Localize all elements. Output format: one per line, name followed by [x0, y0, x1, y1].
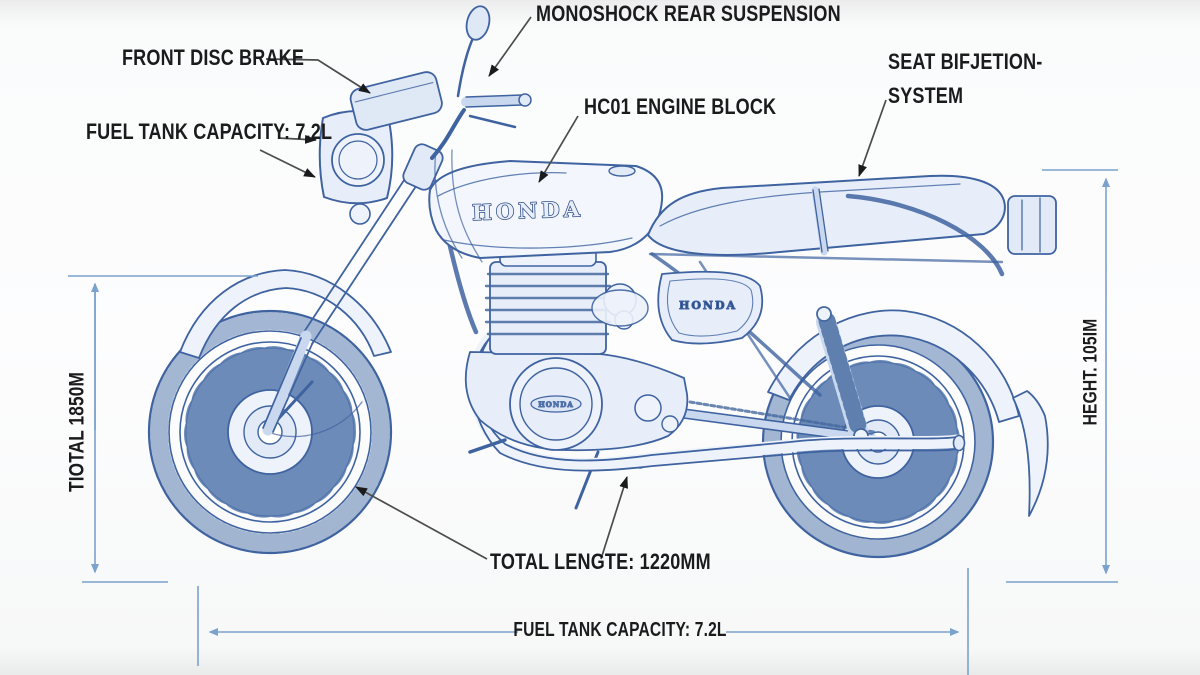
engine-badge-text: HONDA: [538, 400, 574, 409]
handlebar: [430, 5, 532, 160]
leader-fuel-a: [277, 134, 317, 144]
rear-mud-flap: [1012, 390, 1049, 517]
leader-engine: [538, 115, 579, 183]
taillight: [1007, 195, 1057, 255]
label-height-right: HEGHT. 105IM: [1080, 318, 1102, 426]
side-cover-logo-text: HONDA: [679, 299, 737, 312]
engine-block: HONDA: [464, 247, 689, 454]
label-engine-block: HC01 ENGINE BLOCK: [584, 94, 777, 119]
cable: [434, 149, 463, 259]
shift-lever: [468, 438, 507, 454]
mirror-stem: [456, 34, 476, 98]
leader-seat: [858, 99, 887, 177]
label-total-height-left: TIOTAL 1850M: [65, 372, 89, 492]
label-seat-system-line2: SYSTEM: [888, 83, 964, 108]
turn-signal: [349, 203, 371, 225]
brake-lever: [468, 114, 517, 129]
headlight: [318, 109, 394, 225]
headlight-lens: [331, 133, 385, 187]
motorcycle-illustration: HONDA HONDA HONDA: [147, 5, 1057, 559]
label-monoshock-rear-suspension: MONOSHOCK REAR SUSPENSION: [536, 1, 841, 26]
grab-rail: [845, 193, 1005, 277]
label-seat-system: SEAT BIFJETION- SYSTEM: [888, 45, 1042, 113]
cylinder: [489, 261, 607, 355]
cooling-fins: [484, 272, 612, 336]
label-fuel-tank-capacity-bottom: FUEL TANK CAPACITY: 7.2L: [513, 619, 727, 642]
hand-grip: [461, 95, 527, 107]
dimension-lines: [68, 169, 1118, 675]
front-fork: [262, 143, 483, 436]
label-fuel-tank-capacity-left: FUEL TANK CAPACITY: 7.2L: [86, 119, 333, 144]
leader-monoshock: [488, 16, 532, 77]
seat: [591, 174, 1057, 327]
mirror: [465, 5, 491, 41]
seat-strap: [811, 186, 828, 256]
label-total-length: TOTAL LENGTE: 1220MM: [490, 549, 711, 574]
fuel-cap: [608, 165, 636, 177]
leader-fuel-b: [259, 149, 316, 178]
front-wheel: [147, 309, 393, 555]
side-cover: HONDA: [657, 270, 764, 345]
tank-logo-text: HONDA: [472, 196, 585, 225]
label-front-disc-brake: FRONT DISC BRAKE: [122, 45, 305, 70]
instrument-cluster: [349, 71, 443, 131]
front-fender: [179, 269, 392, 359]
cable: [451, 149, 483, 263]
leader-length-front: [355, 486, 488, 560]
leader-lines: [259, 16, 887, 560]
label-seat-system-line1: SEAT BIFJETION-: [888, 49, 1043, 74]
leader-length-rear: [600, 476, 628, 560]
leader-front-disc: [265, 58, 371, 94]
fuel-tank: HONDA: [428, 160, 664, 259]
drive-chain: [688, 400, 876, 434]
